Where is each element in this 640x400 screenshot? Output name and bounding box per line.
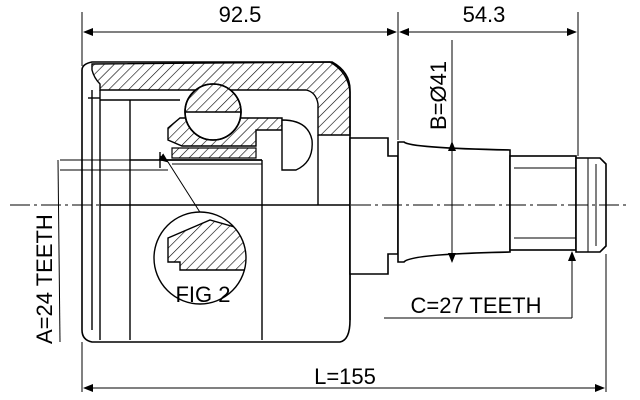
dim-l-label: L=155 [314,364,376,389]
fig2-label: FIG 2 [175,282,230,307]
fig2-detail: FIG 2 [153,211,247,307]
inner-race [159,83,313,171]
dim-b-label: B=Ø41 [426,61,451,130]
dim-l: L=155 [81,254,607,392]
dim-b: B=Ø41 [426,40,456,263]
dim-92-5-label: 92.5 [219,2,262,27]
dim-c: C=27 TEETH [384,251,576,319]
top-dimensions: 92.5 54.3 [81,2,579,156]
dim-a-label: A=24 TEETH [32,214,57,344]
dim-a-leader: A=24 TEETH [32,153,211,344]
dim-c-label: C=27 TEETH [410,293,541,318]
dim-54-3-label: 54.3 [463,2,506,27]
stub-shaft [349,137,607,275]
